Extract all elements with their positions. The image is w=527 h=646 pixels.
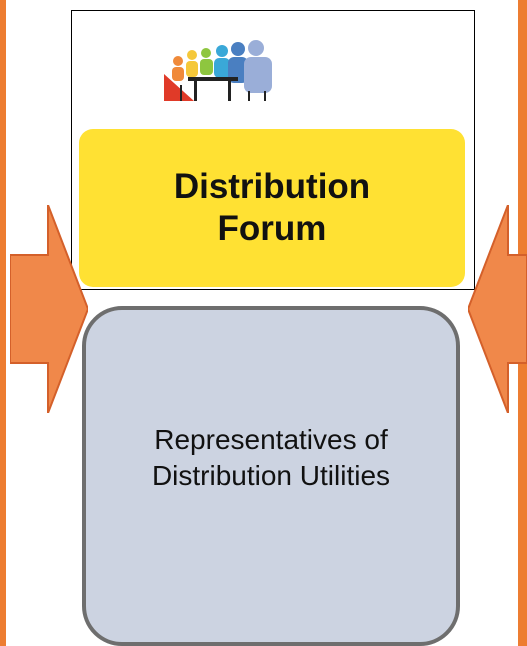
forum-title: Distribution Forum bbox=[173, 167, 371, 248]
arrow-right-icon bbox=[10, 205, 88, 413]
meeting-people-icon bbox=[164, 40, 272, 101]
members-box: Representatives of Distribution Utilitie… bbox=[82, 306, 460, 646]
arrow-left-icon bbox=[468, 205, 527, 413]
left-accent-bar bbox=[0, 0, 8, 646]
members-text: Representatives of Distribution Utilitie… bbox=[151, 424, 391, 491]
forum-box: Distribution Forum bbox=[79, 129, 465, 287]
forum-card: Distribution Forum bbox=[71, 10, 475, 290]
